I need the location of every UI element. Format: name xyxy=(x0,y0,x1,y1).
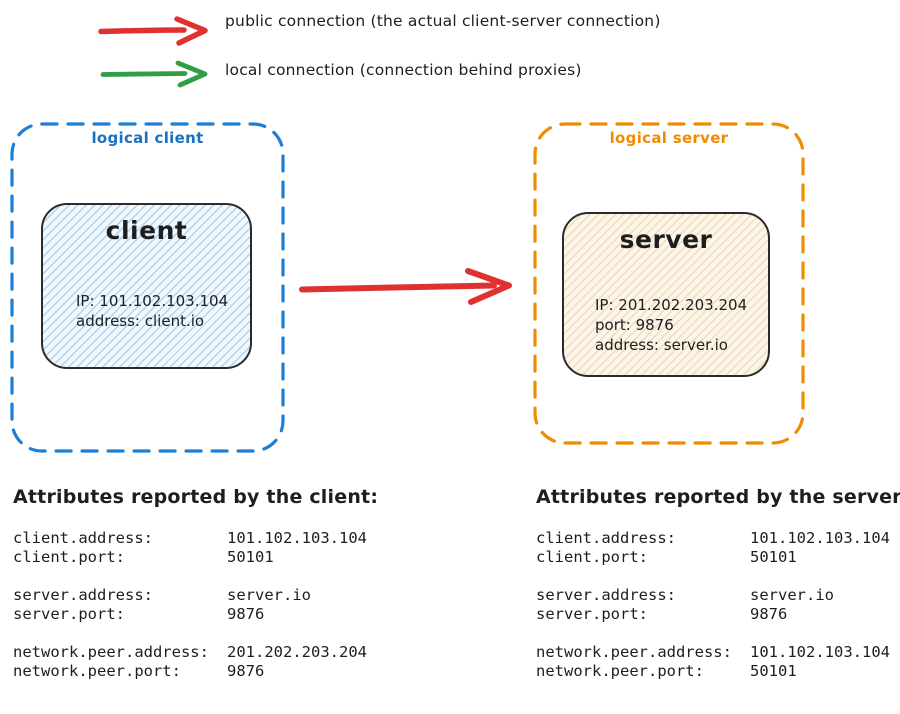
table-row: client.address: 101.102.103.104 xyxy=(13,529,393,548)
attributes-server-heading: Attributes reported by the server: xyxy=(536,486,900,508)
table-row: network.peer.address: 101.102.103.104 xyxy=(536,643,900,662)
table-row: network.peer.address: 201.202.203.204 xyxy=(13,643,393,662)
legend-label-public: public connection (the actual client-ser… xyxy=(225,12,661,30)
table-row: server.address: server.io xyxy=(13,586,393,605)
client-node-detail-line: IP: 101.102.103.104 xyxy=(76,292,229,310)
server-node: server IP: 201.202.203.204 port: 9876 ad… xyxy=(562,212,770,377)
client-node-details: IP: 101.102.103.104 address: client.io xyxy=(76,291,228,331)
server-node-detail-line: address: server.io xyxy=(595,336,728,354)
local-connection-arrow-icon xyxy=(100,60,208,88)
attribute-value: 201.202.203.204 xyxy=(227,643,367,661)
attributes-client-heading: Attributes reported by the client: xyxy=(13,486,379,508)
client-node-detail-line: address: client.io xyxy=(76,312,205,330)
server-node-detail-line: port: 9876 xyxy=(595,316,674,334)
attributes-client-section: Attributes reported by the client: clien… xyxy=(13,486,393,700)
server-node-detail-line: IP: 201.202.203.204 xyxy=(595,296,748,314)
table-row: server.port: 9876 xyxy=(13,605,393,624)
attribute-key: client.port: xyxy=(536,548,648,566)
client-node: client IP: 101.102.103.104 address: clie… xyxy=(41,203,252,369)
table-row: network.peer.port: 50101 xyxy=(536,662,900,681)
attributes-server-section: Attributes reported by the server: clien… xyxy=(536,486,900,700)
attribute-key: network.peer.address: xyxy=(536,643,732,661)
table-row: client.port: 50101 xyxy=(536,548,900,567)
server-node-details: IP: 201.202.203.204 port: 9876 address: … xyxy=(595,295,747,355)
attribute-group: network.peer.address: 101.102.103.104 net… xyxy=(536,643,900,681)
attribute-value: server.io xyxy=(227,586,311,604)
attribute-value: 101.102.103.104 xyxy=(227,529,367,547)
attribute-value: 101.102.103.104 xyxy=(750,529,890,547)
attribute-group: server.address: server.io server.port: 987… xyxy=(536,586,900,624)
attribute-value: 9876 xyxy=(227,605,265,623)
attributes-client-rows: client.address: 101.102.103.104 client.po… xyxy=(13,529,393,681)
client-node-title: client xyxy=(105,216,188,245)
server-node-title: server xyxy=(619,225,713,254)
attribute-value: 50101 xyxy=(227,548,274,566)
attributes-server-rows: client.address: 101.102.103.104 client.po… xyxy=(536,529,900,681)
table-row: client.address: 101.102.103.104 xyxy=(536,529,900,548)
table-row: server.port: 9876 xyxy=(536,605,900,624)
attribute-key: server.port: xyxy=(13,605,125,623)
attribute-key: network.peer.port: xyxy=(536,662,704,680)
attribute-group: server.address: server.io server.port: 987… xyxy=(13,586,393,624)
attribute-key: server.address: xyxy=(13,586,153,604)
attribute-value: 50101 xyxy=(750,662,797,680)
attribute-key: server.port: xyxy=(536,605,648,623)
attribute-key: client.address: xyxy=(13,529,153,547)
attribute-value: 50101 xyxy=(750,548,797,566)
public-connection-arrow xyxy=(299,268,512,305)
logical-client-border xyxy=(10,122,285,453)
attribute-key: client.address: xyxy=(536,529,676,547)
attribute-group: client.address: 101.102.103.104 client.po… xyxy=(13,529,393,567)
table-row: client.port: 50101 xyxy=(13,548,393,567)
logical-client-label: logical client xyxy=(91,129,204,147)
attribute-value: 9876 xyxy=(750,605,788,623)
logical-client-group: logical client client IP: 101.102.103.10… xyxy=(10,122,285,453)
attribute-value: server.io xyxy=(750,586,834,604)
attribute-group: network.peer.address: 201.202.203.204 net… xyxy=(13,643,393,681)
logical-server-group: logical server server IP: 201.202.203.20… xyxy=(533,122,805,445)
table-row: server.address: server.io xyxy=(536,586,900,605)
attribute-value: 101.102.103.104 xyxy=(750,643,890,661)
attribute-key: client.port: xyxy=(13,548,125,566)
logical-server-label: logical server xyxy=(609,129,729,147)
attribute-key: network.peer.port: xyxy=(13,662,181,680)
attribute-key: server.address: xyxy=(536,586,676,604)
attribute-key: network.peer.address: xyxy=(13,643,209,661)
attribute-value: 9876 xyxy=(227,662,265,680)
logical-server-border xyxy=(533,122,805,445)
attribute-group: client.address: 101.102.103.104 client.po… xyxy=(536,529,900,567)
table-row: network.peer.port: 9876 xyxy=(13,662,393,681)
legend-label-local: local connection (connection behind prox… xyxy=(225,61,582,79)
public-connection-arrow-icon xyxy=(98,16,208,46)
